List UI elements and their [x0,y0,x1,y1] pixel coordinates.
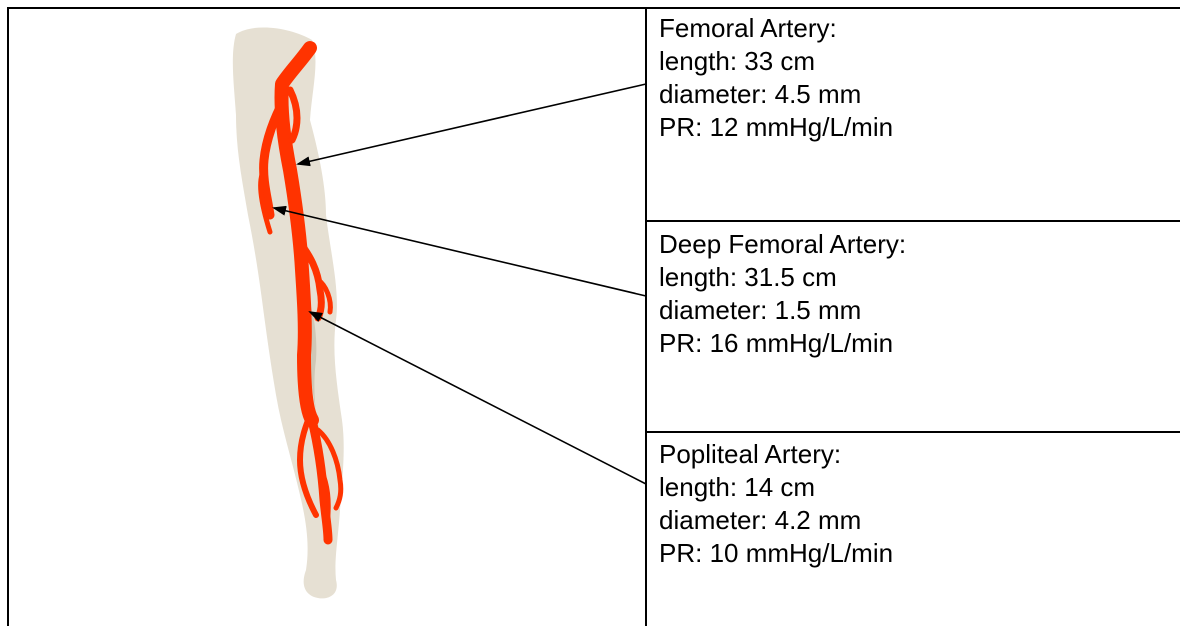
artery-pr: PR: 16 mmHg/L/min [659,327,1174,360]
artery-length: length: 31.5 cm [659,261,1174,294]
femoral-artery-arrow [298,84,646,164]
artery-diameter: diameter: 4.5 mm [659,78,1174,111]
artery-diameter: diameter: 1.5 mm [659,294,1174,327]
artery-pr: PR: 10 mmHg/L/min [659,537,1174,570]
artery-length: length: 33 cm [659,45,1174,78]
artery-pr: PR: 12 mmHg/L/min [659,111,1174,144]
artery-length: length: 14 cm [659,471,1174,504]
artery-diameter: diameter: 4.2 mm [659,504,1174,537]
artery-name: Popliteal Artery: [659,438,1174,471]
artery-name: Femoral Artery: [659,12,1174,45]
deep-femoral-artery-panel: Deep Femoral Artery: length: 31.5 cm dia… [659,228,1174,360]
popliteal-artery-panel: Popliteal Artery: length: 14 cm diameter… [659,438,1174,570]
femoral-artery-panel: Femoral Artery: length: 33 cm diameter: … [659,12,1174,144]
artery-name: Deep Femoral Artery: [659,228,1174,261]
popliteal-artery-arrow [310,312,646,484]
